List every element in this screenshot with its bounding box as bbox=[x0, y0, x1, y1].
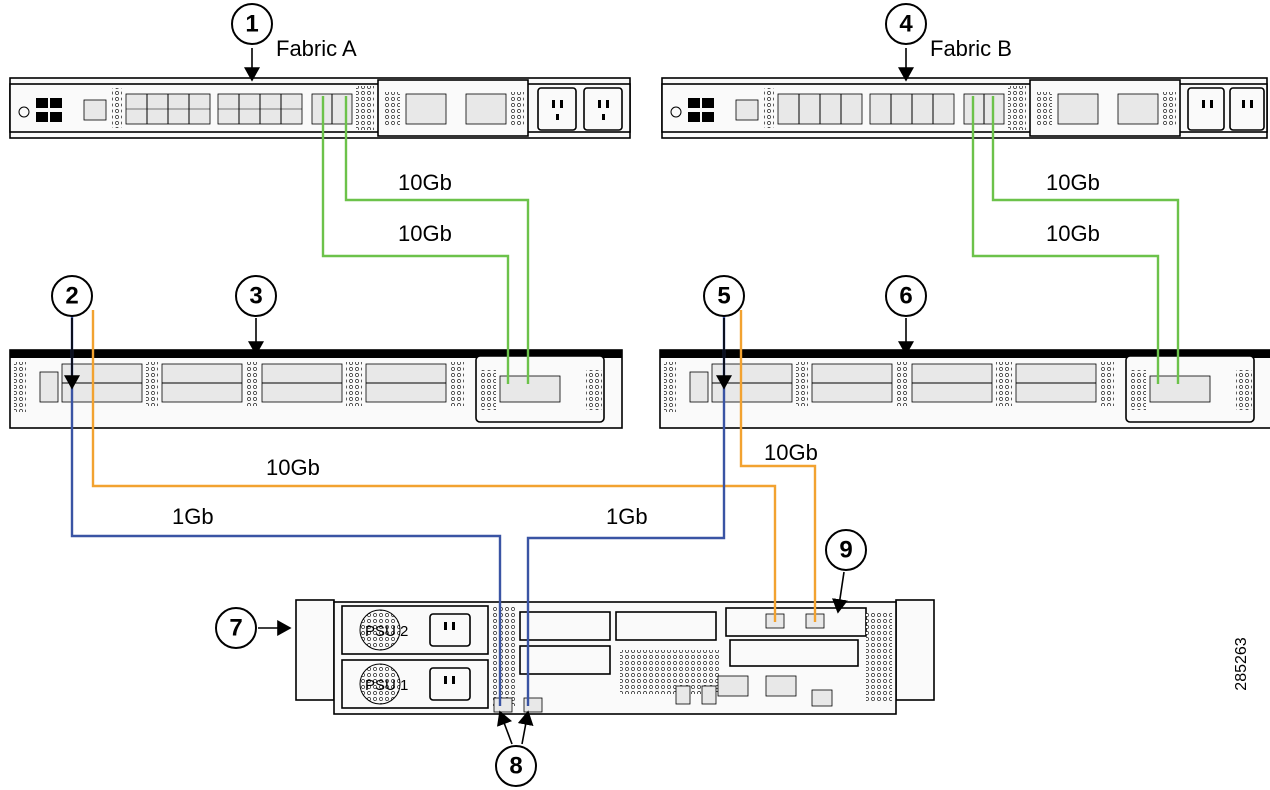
fabric-interconnect-a bbox=[9, 77, 631, 139]
fex-a-host-ports bbox=[61, 363, 447, 403]
uplink-cables-b bbox=[971, 96, 1180, 384]
svg-text:7: 7 bbox=[229, 615, 242, 642]
psu-2-label: PSU 2 bbox=[365, 623, 408, 640]
callout-4: 4 bbox=[885, 3, 927, 82]
cable-label-a-uplink-1: 10Gb bbox=[398, 170, 452, 195]
cable-label-a-data: 10Gb bbox=[266, 455, 320, 480]
fabric-b-label: Fabric B bbox=[930, 36, 1012, 61]
fi-a-sfp-ports bbox=[125, 93, 353, 125]
cable-label-b-mgmt: 1Gb bbox=[606, 504, 648, 529]
callout-1: 1 bbox=[231, 3, 273, 82]
cable-label-b-uplink-2: 10Gb bbox=[1046, 221, 1100, 246]
svg-text:5: 5 bbox=[717, 283, 730, 310]
uplink-cables-a bbox=[321, 96, 530, 384]
fabric-extender-b bbox=[659, 349, 1270, 429]
svg-text:3: 3 bbox=[249, 283, 262, 310]
fabric-extender-a bbox=[9, 349, 623, 429]
callout-2: 2 bbox=[51, 275, 93, 390]
data-cable-b bbox=[739, 310, 817, 622]
callout-3: 3 bbox=[235, 275, 277, 356]
mgmt-cable-a bbox=[70, 310, 502, 706]
svg-text:1: 1 bbox=[245, 11, 258, 38]
cable-label-b-data: 10Gb bbox=[764, 440, 818, 465]
fi-a-mgmt-ports bbox=[36, 98, 107, 122]
psu-1-label: PSU 1 bbox=[365, 677, 408, 694]
svg-text:6: 6 bbox=[899, 283, 912, 310]
cable-label-a-mgmt: 1Gb bbox=[172, 504, 214, 529]
fabric-interconnect-b bbox=[661, 77, 1268, 139]
cable-label-a-uplink-2: 10Gb bbox=[398, 221, 452, 246]
callout-9: 9 bbox=[825, 529, 867, 614]
svg-text:9: 9 bbox=[839, 537, 852, 564]
fabric-a-label: Fabric A bbox=[276, 36, 357, 61]
psu-2 bbox=[341, 605, 489, 655]
callout-8: 8 bbox=[495, 710, 537, 787]
figure-id: 285263 bbox=[1233, 637, 1250, 690]
callout-6: 6 bbox=[885, 275, 927, 356]
psu-1 bbox=[341, 659, 489, 709]
callout-5: 5 bbox=[703, 275, 745, 390]
data-cable-a bbox=[91, 310, 777, 622]
callout-7: 7 bbox=[215, 607, 292, 649]
cable-label-b-uplink-1: 10Gb bbox=[1046, 170, 1100, 195]
rack-server bbox=[295, 599, 935, 715]
svg-text:4: 4 bbox=[899, 11, 913, 38]
server-rear-io bbox=[493, 675, 833, 713]
svg-text:8: 8 bbox=[509, 753, 522, 780]
mgmt-cable-b bbox=[526, 310, 726, 706]
svg-text:2: 2 bbox=[65, 283, 78, 310]
